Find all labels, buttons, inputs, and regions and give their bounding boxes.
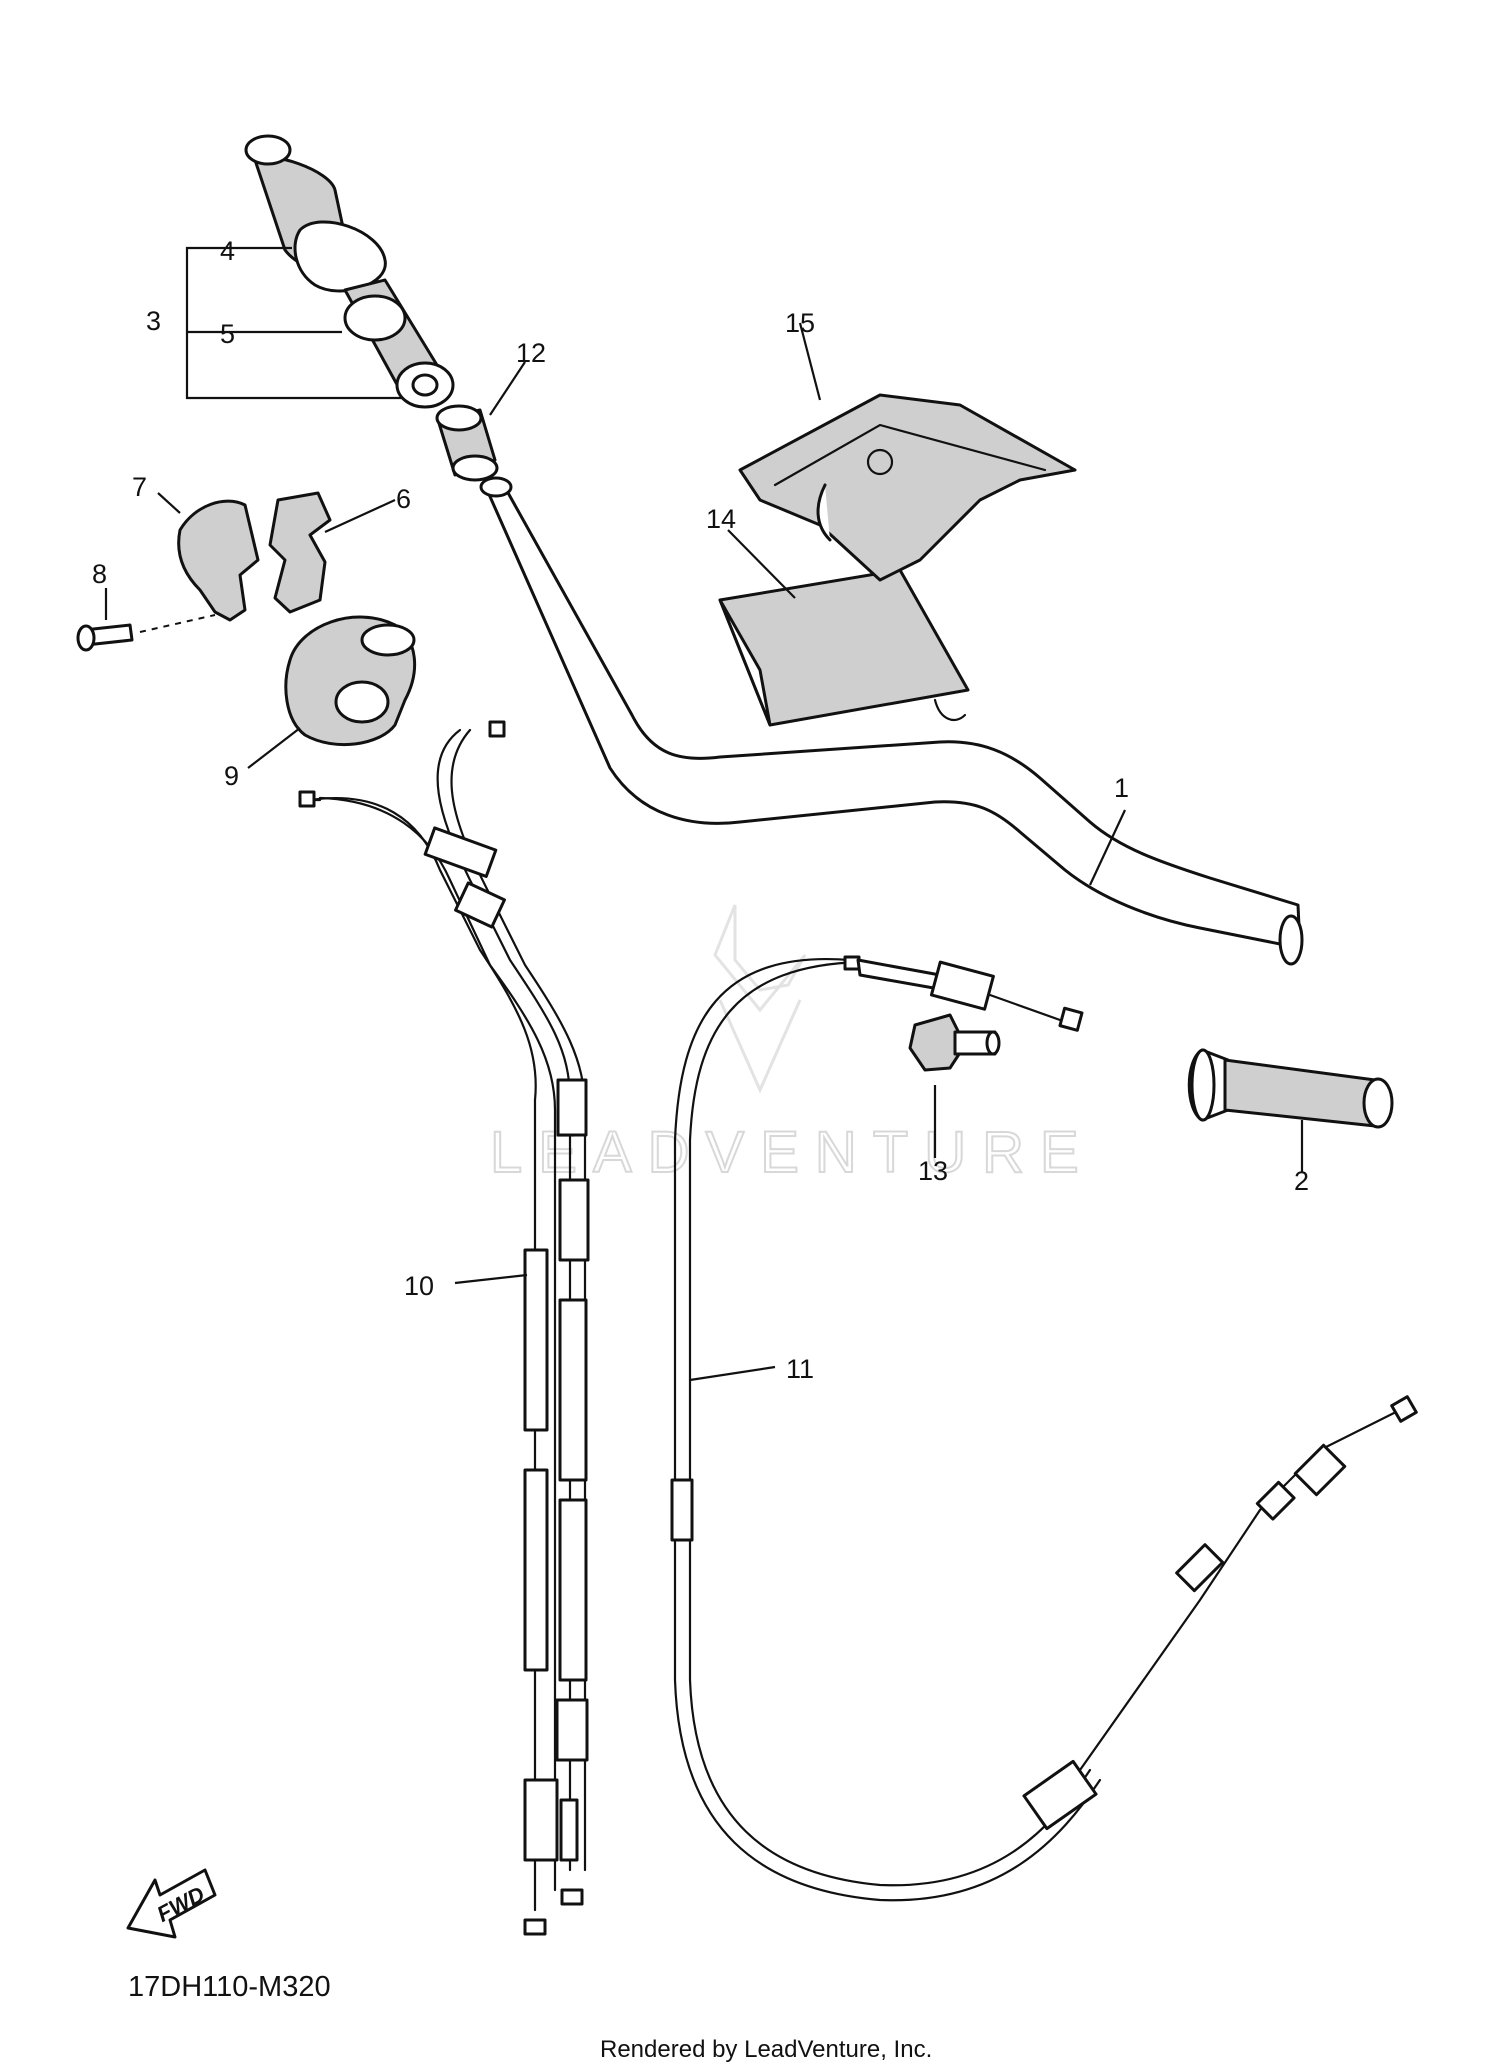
part-15-pad-cover[interactable] xyxy=(738,393,1077,582)
diagram-code: 17DH110-M320 xyxy=(128,1971,331,2003)
watermark: LEADVENTURE xyxy=(489,904,1080,1186)
part-4-grip[interactable] xyxy=(293,220,387,293)
callout-8: 8 xyxy=(92,559,107,589)
part-10-throttle-cables[interactable] xyxy=(298,720,590,1936)
part-7-housing-cover[interactable] xyxy=(177,499,260,622)
callout-6: 6 xyxy=(396,484,411,514)
callout-13: 13 xyxy=(918,1156,948,1186)
part-2-right-grip[interactable] xyxy=(1187,1048,1394,1129)
callout-9: 9 xyxy=(224,761,239,791)
leader-lines xyxy=(104,246,1304,1382)
part-13-cable-adjuster[interactable] xyxy=(908,1013,1001,1072)
part-6-housing[interactable] xyxy=(268,491,332,614)
part-14-pad[interactable] xyxy=(718,568,970,727)
part-1-handlebar[interactable] xyxy=(479,476,1304,966)
callout-12: 12 xyxy=(516,338,546,368)
callout-15: 15 xyxy=(785,308,815,338)
part-9-throttle-housing[interactable] xyxy=(284,615,417,747)
render-credit: Rendered by LeadVenture, Inc. xyxy=(600,2036,932,2063)
part-3-throttle-grip-assembly[interactable] xyxy=(244,134,455,409)
callout-2: 2 xyxy=(1294,1166,1309,1196)
callout-5: 5 xyxy=(220,319,235,349)
callout-7: 7 xyxy=(132,472,147,502)
callout-1: 1 xyxy=(1114,773,1129,803)
callouts: 1 2 3 4 5 6 7 8 9 10 11 12 13 14 15 xyxy=(92,236,1309,1384)
part-8-screw[interactable] xyxy=(76,614,216,652)
fwd-arrow-icon: FWD xyxy=(126,1868,217,1939)
callout-11: 11 xyxy=(786,1354,814,1384)
callout-3: 3 xyxy=(146,306,161,336)
callout-10: 10 xyxy=(404,1271,434,1301)
part-11-clutch-cable[interactable] xyxy=(670,955,1418,1902)
callout-4: 4 xyxy=(220,236,235,266)
callout-14: 14 xyxy=(706,504,736,534)
part-12-collar[interactable] xyxy=(435,404,499,482)
